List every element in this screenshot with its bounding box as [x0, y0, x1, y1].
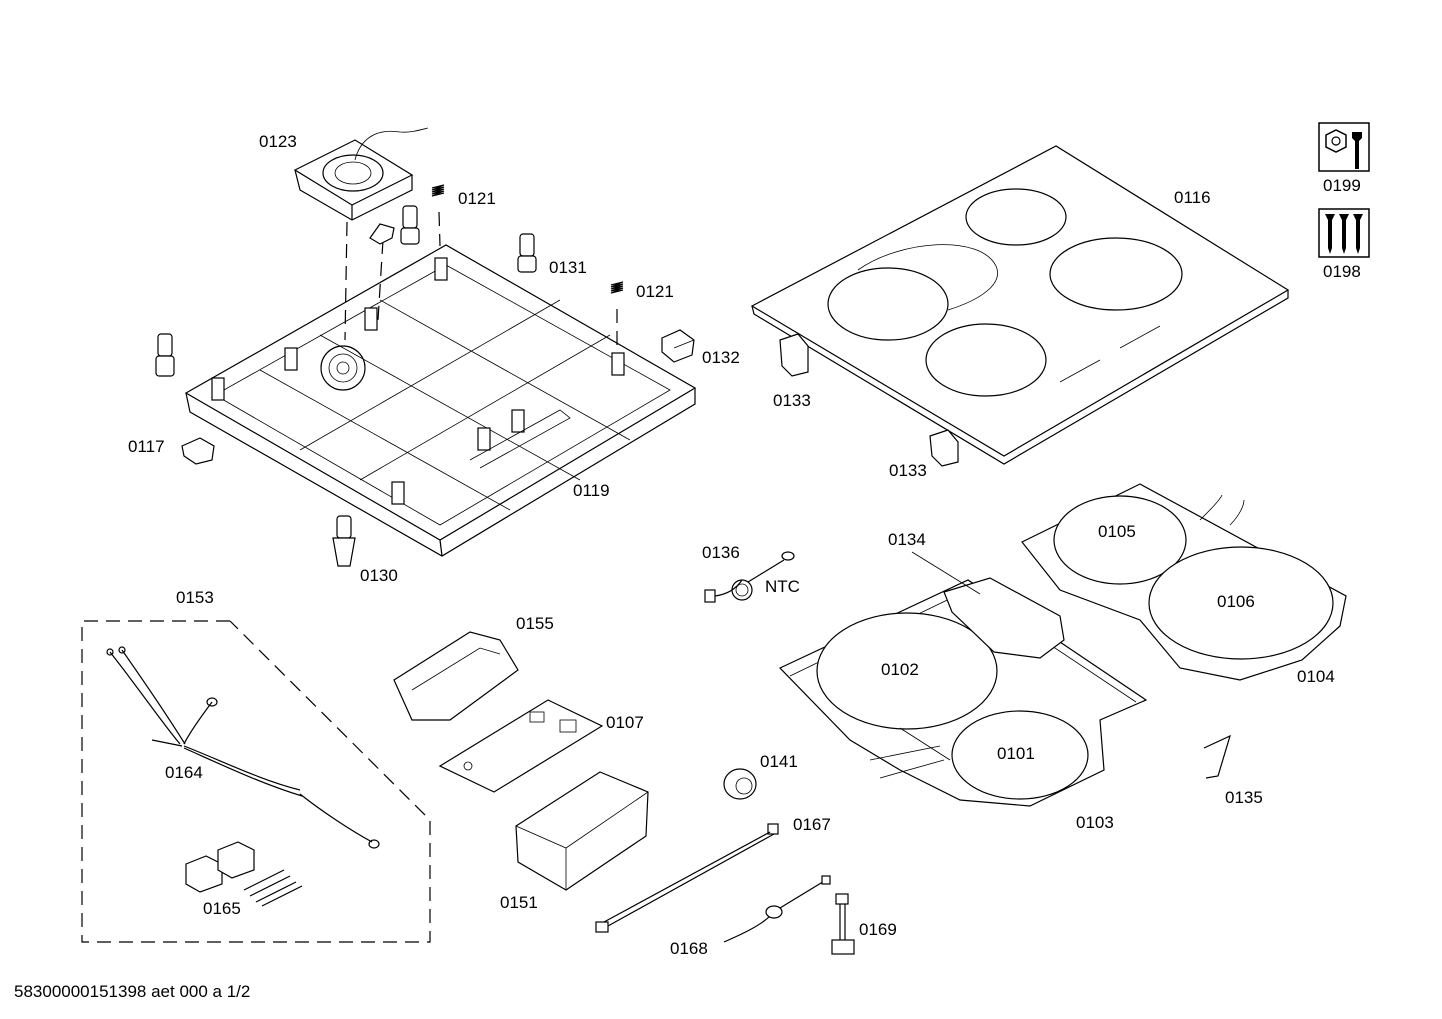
- clip-0117: [181, 437, 215, 465]
- bracket-0133-a: [779, 333, 809, 377]
- label-0123: 0123: [259, 132, 297, 151]
- filter-0151: [515, 771, 649, 891]
- foot-0130: [332, 515, 356, 567]
- ntc-sensor: [704, 551, 795, 603]
- spring-upper: [431, 184, 445, 247]
- label-0199: 0199: [1323, 176, 1361, 195]
- label-0131: 0131: [549, 258, 587, 277]
- label-0121-a: 0121: [458, 189, 496, 208]
- label-0168: 0168: [670, 939, 708, 958]
- wiring-kit-0153: [81, 620, 431, 943]
- fan-unit: [293, 127, 429, 221]
- label-0101: 0101: [997, 744, 1035, 763]
- label-0119: 0119: [573, 481, 610, 500]
- label-0103: 0103: [1076, 813, 1114, 832]
- label-0121-b: 0121: [636, 282, 674, 301]
- drawing-footer: 58300000151398 aet 000 a 1/2: [14, 982, 250, 1001]
- label-0164: 0164: [165, 763, 203, 782]
- label-0141: 0141: [760, 752, 798, 771]
- coil-plate-0104: [1021, 483, 1347, 681]
- pcb-0107: [438, 699, 604, 793]
- connector-0169: [831, 893, 855, 955]
- label-0102: 0102: [881, 660, 919, 679]
- label-0107: 0107: [606, 713, 644, 732]
- foot-0131-b: [517, 233, 537, 273]
- cable-0167: [595, 823, 779, 933]
- tool-icon: [1318, 122, 1370, 172]
- bracket-0133-b: [929, 429, 959, 467]
- label-0104: 0104: [1297, 667, 1335, 686]
- label-0169: 0169: [859, 920, 897, 939]
- housing-tray: [184, 244, 697, 557]
- label-0130: 0130: [360, 566, 398, 585]
- label-0198: 0198: [1323, 262, 1361, 281]
- glass-cooktop: [750, 145, 1290, 465]
- clip-0132: [661, 329, 695, 363]
- label-0151: 0151: [500, 893, 538, 912]
- foot-left: [155, 333, 175, 377]
- ferrite-0141: [723, 768, 757, 800]
- label-0116: 0116: [1174, 188, 1211, 207]
- label-0155: 0155: [516, 614, 554, 633]
- coil-plate-0103: [778, 577, 1148, 807]
- clip-0135: [1203, 734, 1231, 779]
- label-0167: 0167: [793, 815, 831, 834]
- label-0165: 0165: [203, 899, 241, 918]
- bracket-0155: [393, 631, 519, 721]
- label-0135: 0135: [1225, 788, 1263, 807]
- clamp-bracket: [369, 223, 395, 245]
- label-0136: 0136: [702, 543, 740, 562]
- spring-lower: [610, 281, 624, 350]
- label-0117: 0117: [128, 437, 165, 456]
- label-0134: 0134: [888, 530, 926, 549]
- cable-0168: [723, 875, 831, 943]
- leader-0134: [911, 551, 981, 595]
- label-ntc: NTC: [765, 577, 800, 596]
- screws-icon: [1318, 208, 1370, 258]
- label-0105: 0105: [1098, 522, 1136, 541]
- label-0132: 0132: [702, 348, 740, 367]
- foot-0131-a: [400, 205, 420, 245]
- label-0133-b: 0133: [889, 461, 927, 480]
- connectors-0165: [185, 841, 303, 907]
- label-0106: 0106: [1217, 592, 1255, 611]
- label-0133-a: 0133: [773, 391, 811, 410]
- label-0153: 0153: [176, 588, 214, 607]
